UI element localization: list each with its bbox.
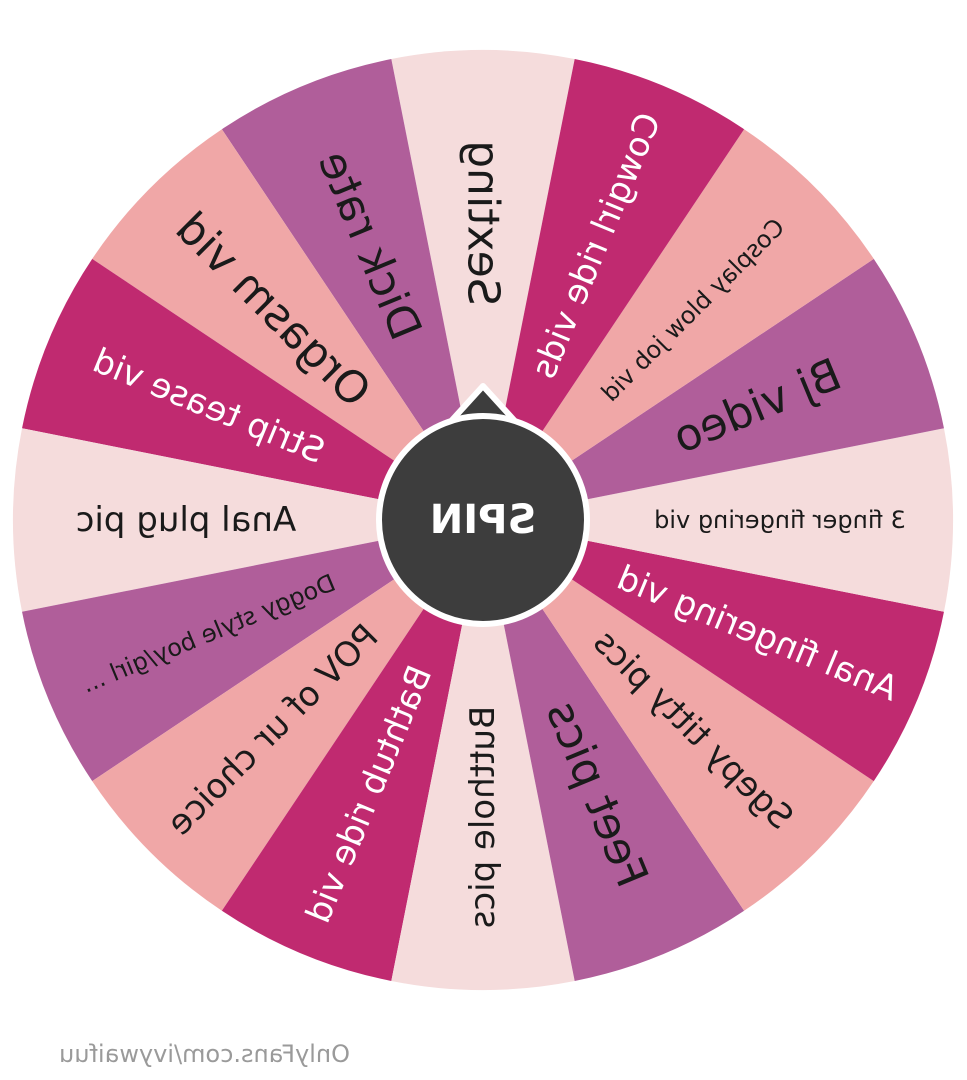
spin-button[interactable]: SPIN: [376, 383, 590, 627]
wheel-segment[interactable]: [92, 520, 483, 911]
wheel-segment[interactable]: [483, 520, 874, 911]
wheel-segment[interactable]: [483, 520, 745, 981]
wheel-segment-label: Sexting: [458, 140, 509, 306]
wheel-segment[interactable]: [483, 59, 745, 521]
wheel-segment-label: Butthole pics: [463, 706, 503, 929]
wheel-segment[interactable]: [483, 129, 874, 520]
wheel-segment-label: Anal plug pic: [76, 500, 297, 540]
watermark: OnlyFans.com/ivywaifuu: [59, 1040, 350, 1068]
wheel-segment[interactable]: [221, 520, 483, 981]
wheel-segment[interactable]: [22, 258, 483, 520]
wheel-segment[interactable]: [483, 428, 953, 612]
wheel-segment[interactable]: [391, 520, 575, 990]
wheel-segment[interactable]: [483, 258, 944, 520]
wheel-segment-label: 3 finger fingering vid: [654, 506, 906, 534]
wheel-segments[interactable]: [13, 50, 953, 990]
wheel-segment[interactable]: [22, 520, 483, 782]
wheel-segment[interactable]: [391, 50, 575, 521]
wheel-segment[interactable]: [483, 520, 944, 782]
wheel-segment[interactable]: [92, 129, 483, 520]
spin-button-circle[interactable]: [376, 413, 590, 627]
spin-button-label[interactable]: SPIN: [430, 497, 536, 543]
wheel-segment[interactable]: [221, 59, 483, 521]
wheel-segment[interactable]: [13, 428, 483, 612]
